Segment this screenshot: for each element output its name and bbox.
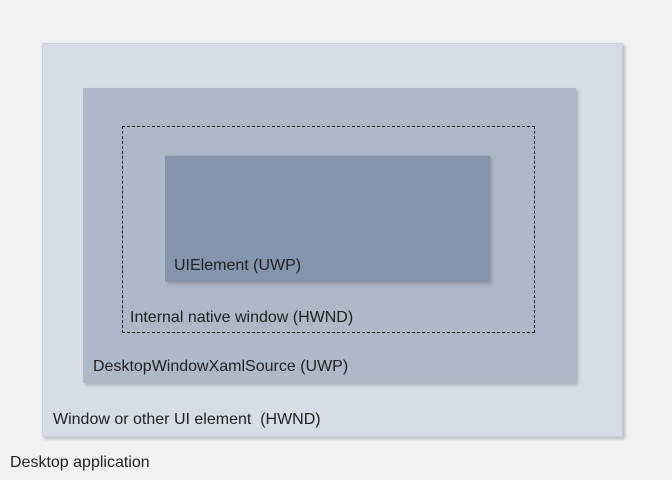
desktop-window-xaml-source-label: DesktopWindowXamlSource (UWP) xyxy=(93,358,349,375)
desktop-application-label: Desktop application xyxy=(10,454,150,471)
internal-native-window-label: Internal native window (HWND) xyxy=(130,309,354,326)
ui-element-label: UIElement (UWP) xyxy=(174,257,302,274)
window-hwnd-label: Window or other UI element (HWND) xyxy=(53,411,321,428)
ui-element-box xyxy=(165,155,490,282)
internal-native-window-box xyxy=(122,126,535,333)
